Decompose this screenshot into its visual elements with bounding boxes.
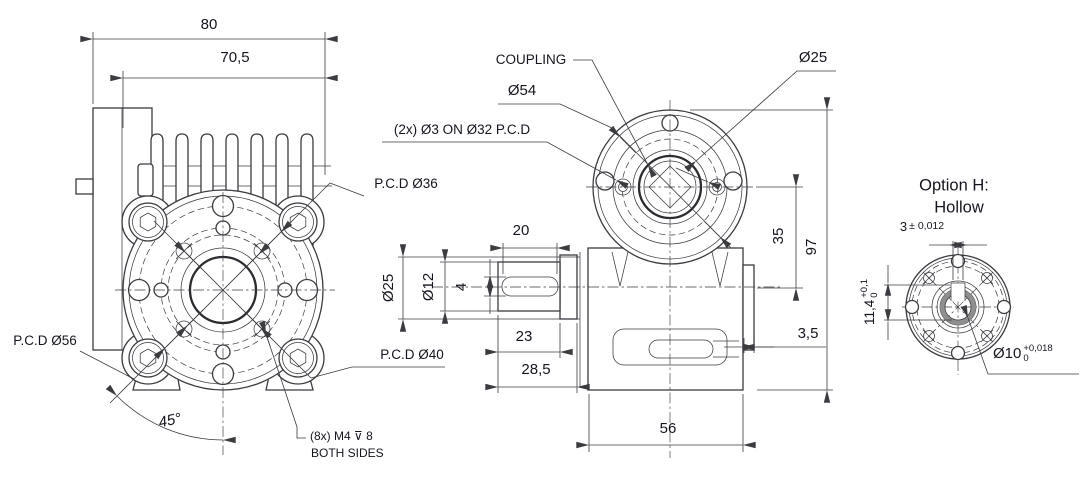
- dim-key-length: 20: [512, 222, 530, 240]
- thread-note-leader: [258, 320, 306, 439]
- angle-dimension-arc: [105, 384, 236, 444]
- dim-body-width: 56: [659, 420, 677, 438]
- label-pcd56: P.C.D Ø56: [13, 332, 77, 348]
- dim-axis-height: 35: [770, 227, 788, 245]
- tol-lower: 0: [1023, 352, 1029, 364]
- option-h-title-line2: Hollow: [934, 198, 984, 217]
- body-width-dimension: [576, 394, 756, 452]
- hollow-bore: [939, 282, 977, 326]
- dim-hollow-key-width-value: 3: [899, 219, 908, 235]
- pcd-dimension-lines: [109, 182, 445, 404]
- note-coupling-holes: (2x) Ø3 ON Ø32 P.C.D: [393, 121, 531, 137]
- coupling-leaders: [382, 59, 836, 249]
- dim-width-total: 80: [200, 16, 218, 34]
- width-dimensions: [80, 32, 338, 175]
- dim-key-width: 4: [453, 282, 471, 292]
- tol-lower: 0: [869, 292, 880, 298]
- option-h-dimensions: [884, 241, 1079, 375]
- pcd56-leader: [79, 350, 135, 380]
- side-view-drawing: [382, 59, 836, 458]
- option-h-holes: [904, 253, 1012, 361]
- dim-shaft-diameter: Ø12: [420, 272, 438, 302]
- dim-shaft-length-total: 28,5: [521, 361, 551, 379]
- front-view-drawing: [75, 32, 445, 455]
- dim-hollow-bore: Ø10 +0,018 0: [993, 344, 1053, 364]
- option-h-drawing: [884, 241, 1079, 375]
- dim-width-body: 70,5: [220, 49, 250, 67]
- dim-shaft-boss: Ø25: [380, 273, 398, 303]
- label-pcd36: P.C.D Ø36: [374, 175, 438, 191]
- dim-shaft-length: 23: [515, 328, 533, 346]
- note-thread-line1: (8x) M4 ⊽ 8: [310, 429, 373, 443]
- shaft-dimensions: [398, 243, 590, 393]
- height-dimensions: [690, 97, 833, 403]
- option-h-title-line1: Option H:: [919, 176, 989, 195]
- dim-hollow-key-width: 3 ± 0,012: [900, 220, 944, 234]
- dim-hollow-key-height-value: 11,4: [861, 299, 877, 326]
- dim-hollow-key-height: 11,4 +0,1 0: [859, 279, 880, 326]
- label-pcd40: P.C.D Ø40: [380, 346, 444, 362]
- dim-wall: 3,5: [797, 325, 819, 343]
- dim-hollow-bore-tolerance: +0,018 0: [1023, 344, 1052, 364]
- dim-hollow-bore-value: Ø10: [993, 345, 1022, 363]
- dim-coupling-bore: Ø25: [798, 49, 828, 67]
- label-coupling: COUPLING: [495, 51, 567, 67]
- dim-hollow-key-height-tolerance: +0,1 0: [859, 279, 880, 298]
- dim-coupling-od: Ø54: [507, 82, 537, 100]
- dim-hollow-key-width-tol: ± 0,012: [909, 220, 945, 233]
- note-thread-line2: BOTH SIDES: [311, 446, 384, 460]
- tol-upper: +0,018: [1023, 343, 1053, 354]
- dim-total-height: 97: [803, 238, 821, 256]
